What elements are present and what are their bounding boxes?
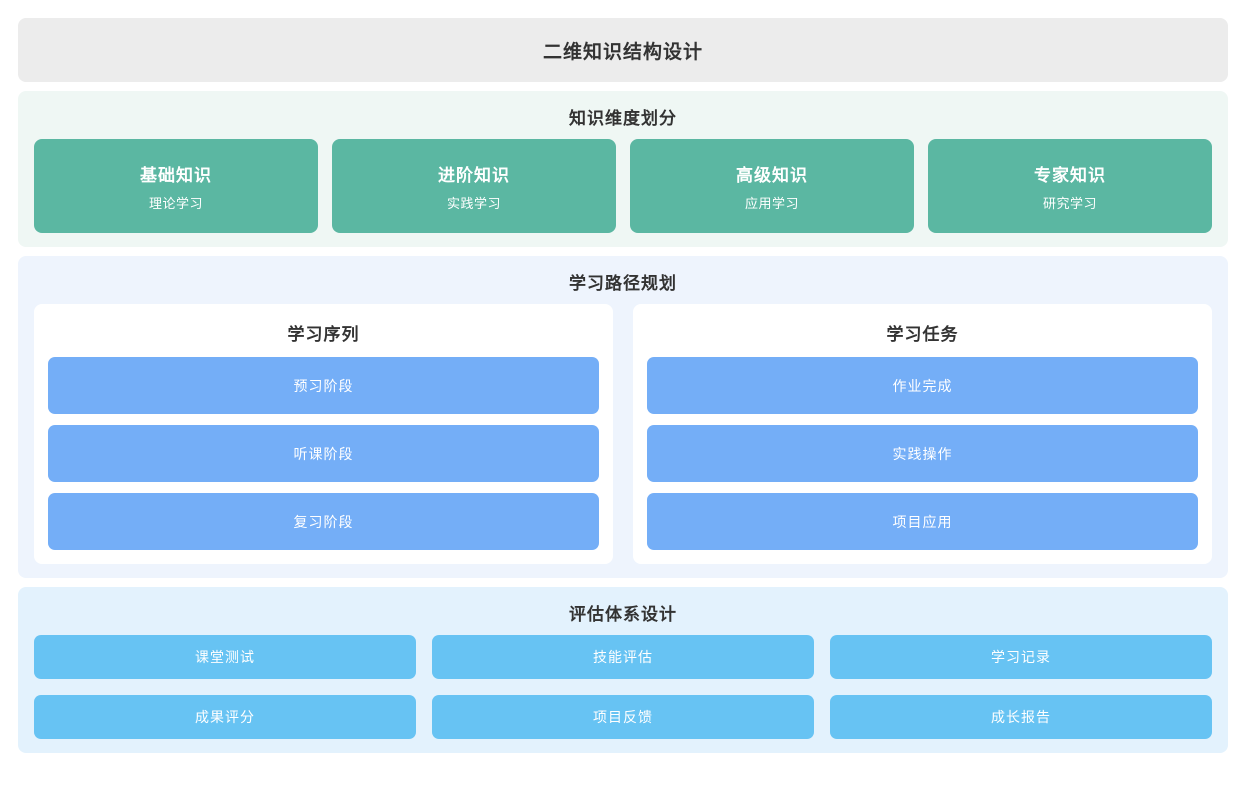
learning-task-item[interactable]: 作业完成 xyxy=(647,357,1198,414)
evaluation-card[interactable]: 课堂测试 xyxy=(34,635,416,679)
learning-sequence-item[interactable]: 预习阶段 xyxy=(48,357,599,414)
dimension-card-subtitle: 研究学习 xyxy=(1042,195,1097,211)
evaluation-system-section: 评估体系设计 课堂测试 技能评估 学习记录 成果评分 项目反馈 成长报告 xyxy=(18,587,1228,753)
dimension-card[interactable]: 高级知识 应用学习 xyxy=(630,139,914,233)
dimension-card[interactable]: 进阶知识 实践学习 xyxy=(332,139,616,233)
learning-task-list: 作业完成 实践操作 项目应用 xyxy=(647,357,1198,550)
evaluation-card[interactable]: 学习记录 xyxy=(830,635,1212,679)
dimension-card[interactable]: 专家知识 研究学习 xyxy=(928,139,1212,233)
dimension-card-title: 专家知识 xyxy=(1034,165,1106,185)
learning-path-columns: 学习序列 预习阶段 听课阶段 复习阶段 学习任务 作业完成 实践操作 项目应用 xyxy=(34,304,1212,564)
dimension-card-subtitle: 应用学习 xyxy=(744,195,799,211)
dimension-card-subtitle: 实践学习 xyxy=(446,195,501,211)
learning-sequence-panel: 学习序列 预习阶段 听课阶段 复习阶段 xyxy=(34,304,613,564)
evaluation-system-heading: 评估体系设计 xyxy=(569,605,677,624)
learning-sequence-list: 预习阶段 听课阶段 复习阶段 xyxy=(48,357,599,550)
evaluation-card[interactable]: 成长报告 xyxy=(830,695,1212,739)
dimension-card[interactable]: 基础知识 理论学习 xyxy=(34,139,318,233)
learning-task-heading: 学习任务 xyxy=(886,325,959,344)
learning-task-item[interactable]: 实践操作 xyxy=(647,425,1198,482)
evaluation-card[interactable]: 项目反馈 xyxy=(432,695,814,739)
learning-sequence-item[interactable]: 听课阶段 xyxy=(48,425,599,482)
learning-path-heading: 学习路径规划 xyxy=(569,274,677,293)
evaluation-system-grid: 课堂测试 技能评估 学习记录 成果评分 项目反馈 成长报告 xyxy=(34,635,1212,739)
evaluation-card[interactable]: 成果评分 xyxy=(34,695,416,739)
learning-task-item[interactable]: 项目应用 xyxy=(647,493,1198,550)
evaluation-card[interactable]: 技能评估 xyxy=(432,635,814,679)
dimension-card-title: 进阶知识 xyxy=(438,165,510,185)
learning-sequence-item[interactable]: 复习阶段 xyxy=(48,493,599,550)
knowledge-dimension-section: 知识维度划分 基础知识 理论学习 进阶知识 实践学习 高级知识 应用学习 专家知… xyxy=(18,91,1228,247)
dimension-card-title: 高级知识 xyxy=(736,165,808,185)
learning-sequence-heading: 学习序列 xyxy=(287,325,360,344)
page-title-bar: 二维知识结构设计 xyxy=(18,18,1228,82)
learning-path-section: 学习路径规划 学习序列 预习阶段 听课阶段 复习阶段 学习任务 作业完成 实践操… xyxy=(18,256,1228,578)
knowledge-dimension-grid: 基础知识 理论学习 进阶知识 实践学习 高级知识 应用学习 专家知识 研究学习 xyxy=(34,139,1212,233)
page-title: 二维知识结构设计 xyxy=(542,41,703,63)
knowledge-dimension-heading: 知识维度划分 xyxy=(569,109,677,128)
dimension-card-subtitle: 理论学习 xyxy=(148,195,203,211)
learning-task-panel: 学习任务 作业完成 实践操作 项目应用 xyxy=(633,304,1212,564)
dimension-card-title: 基础知识 xyxy=(140,165,212,185)
